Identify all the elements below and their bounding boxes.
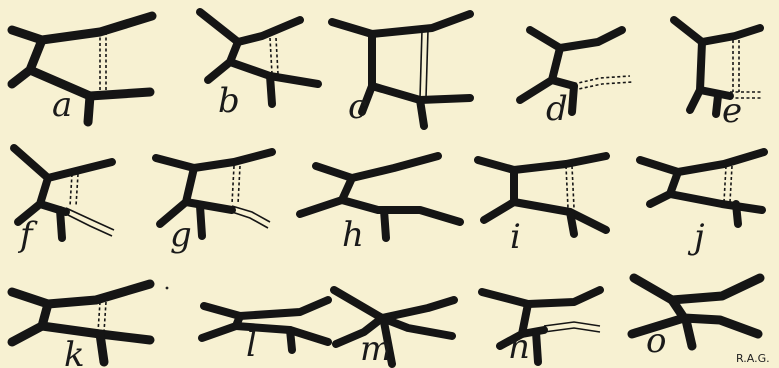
panel-h: h bbox=[300, 156, 460, 255]
panel-i: i bbox=[478, 156, 606, 257]
panel-c: c bbox=[332, 14, 470, 127]
dashed-crossvein bbox=[100, 32, 106, 96]
panel-label-g: g bbox=[170, 215, 192, 255]
panel-d: d bbox=[520, 30, 632, 129]
panel-label-c: c bbox=[348, 87, 367, 127]
panel-n: n bbox=[482, 290, 600, 367]
panel-e: e bbox=[674, 20, 762, 131]
panel-label-k: k bbox=[64, 335, 85, 368]
panel-f: f bbox=[14, 148, 114, 255]
panel-b: b bbox=[200, 12, 318, 121]
dashed-crossvein bbox=[66, 174, 114, 236]
panel-label-i: i bbox=[510, 217, 521, 257]
dashed-crossvein bbox=[574, 76, 632, 90]
artist-signature: R.A.G. bbox=[736, 352, 770, 365]
panel-label-e: e bbox=[722, 91, 742, 131]
panel-label-m: m bbox=[360, 329, 392, 368]
panel-label-f: f bbox=[17, 215, 38, 255]
dashed-crossvein bbox=[232, 166, 270, 228]
panel-j: j bbox=[640, 152, 764, 257]
panel-label-h: h bbox=[342, 215, 364, 255]
panel-label-b: b bbox=[218, 81, 240, 121]
panel-m: m bbox=[334, 290, 454, 368]
dashed-crossvein bbox=[270, 38, 278, 74]
dashed-crossvein bbox=[98, 302, 106, 332]
panel-a: a bbox=[12, 16, 152, 125]
panel-g: g bbox=[156, 152, 272, 255]
panel-label-n: n bbox=[508, 327, 530, 367]
panel-k: k bbox=[12, 284, 150, 368]
panel-label-d: d bbox=[546, 89, 568, 129]
panel-l: l bbox=[202, 300, 328, 365]
dashed-crossvein bbox=[566, 166, 574, 208]
panel-label-a: a bbox=[52, 85, 72, 125]
dashed-crossvein bbox=[730, 40, 762, 98]
dashed-crossvein bbox=[724, 166, 732, 202]
panel-o: o bbox=[632, 278, 760, 361]
dashed-crossvein bbox=[420, 30, 428, 98]
panel-label-l: l bbox=[246, 325, 257, 365]
double-vein bbox=[544, 322, 600, 332]
panel-label-j: j bbox=[687, 217, 705, 257]
speck bbox=[166, 287, 169, 290]
panel-label-o: o bbox=[646, 321, 666, 361]
